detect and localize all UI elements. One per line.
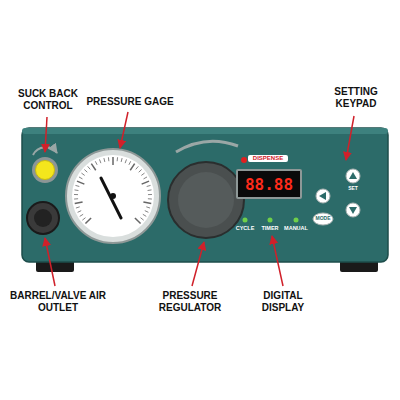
- gage-tick: [78, 211, 82, 213]
- callout-label: PRESSURE REGULATOR: [138, 290, 242, 313]
- rotation-arc: [176, 141, 238, 152]
- up-arrow: [349, 172, 357, 179]
- air-outlet: [27, 202, 59, 234]
- gage-tick: [143, 214, 146, 216]
- gage-tick: [75, 202, 83, 204]
- gage-tick: [100, 159, 101, 163]
- gage-tick: [121, 158, 123, 162]
- gage-tick: [140, 218, 143, 220]
- callout-label: SETTING KEYPAD: [325, 86, 387, 109]
- button-label: MODE: [313, 216, 333, 222]
- gage-tick: [85, 218, 91, 224]
- gage-ticks: [74, 157, 152, 224]
- gage-tick: [145, 211, 149, 213]
- left-button: [316, 189, 330, 203]
- gage-tick: [141, 173, 144, 175]
- gage-tick: [103, 158, 105, 162]
- gage-tick: [135, 218, 141, 224]
- led: [243, 218, 248, 223]
- callout-label: PRESSURE GAGE: [72, 96, 188, 108]
- gage-tick: [148, 198, 152, 199]
- gage-tick: [76, 207, 80, 208]
- left-arrow: [319, 192, 326, 200]
- gage-tick: [146, 207, 150, 208]
- gage-tick: [75, 185, 79, 186]
- gage-tick: [142, 181, 149, 184]
- up-button: [346, 169, 360, 183]
- gage-tick: [88, 166, 91, 169]
- gage-tick: [77, 181, 84, 184]
- suck-back-knob: [36, 161, 55, 180]
- down-button: [346, 203, 360, 217]
- gage-tick: [125, 159, 126, 163]
- knob-ring: [32, 157, 58, 183]
- gage-tick: [79, 177, 82, 179]
- gage-tick: [148, 189, 152, 191]
- gage-tick: [143, 202, 151, 204]
- indicator-label: DISPENSE: [248, 155, 288, 162]
- gage-tick: [74, 194, 78, 195]
- button-label: SET: [343, 186, 363, 192]
- gage-face: [72, 155, 154, 237]
- down-arrow: [349, 207, 357, 214]
- gage-tick: [74, 198, 78, 199]
- led: [268, 218, 273, 223]
- dispense-led: [241, 157, 247, 163]
- leader-line: [120, 112, 128, 148]
- callout-label: SUCK BACK CONTROL: [10, 88, 86, 111]
- gage-tick: [112, 157, 114, 165]
- mode-button: [313, 213, 333, 225]
- gage-needle: [101, 178, 121, 218]
- pressure-regulator-knob: [168, 162, 244, 238]
- gage-tick: [136, 166, 139, 169]
- leader-line: [346, 116, 354, 160]
- digital-display: 88.88: [236, 169, 302, 199]
- gage-tick: [117, 157, 118, 161]
- gage-tick: [139, 170, 142, 173]
- gage-tick: [129, 161, 131, 165]
- leader-line: [45, 117, 47, 152]
- gage-tick: [74, 189, 78, 191]
- led-label: CYCLE: [232, 225, 258, 231]
- housing-top: [22, 128, 388, 134]
- leader-line: [45, 238, 55, 286]
- gage-tick: [148, 194, 152, 195]
- callout-label: DIGITAL DISPLAY: [241, 290, 325, 313]
- gage-tick: [91, 164, 95, 171]
- regulator-cap: [178, 172, 234, 228]
- gage-tick: [147, 185, 151, 186]
- leader-line: [272, 236, 283, 286]
- housing: [22, 128, 388, 262]
- gage-bezel: [66, 149, 160, 243]
- gage-tick: [81, 173, 84, 175]
- callout-label: BARREL/VALVE AIR OUTLET: [0, 290, 116, 313]
- gage-tick: [108, 157, 109, 161]
- air-outlet-hole: [34, 209, 52, 227]
- gage-tick: [82, 218, 85, 220]
- gage-tick: [144, 177, 147, 179]
- gage-tick: [80, 214, 83, 216]
- display-digits: 88.88: [245, 175, 293, 194]
- led: [294, 218, 299, 223]
- gage-tick: [84, 170, 87, 173]
- gage-tick: [130, 164, 134, 171]
- gage-tick: [95, 161, 97, 165]
- led-label: MANUAL: [281, 225, 311, 231]
- leader-line: [192, 242, 204, 286]
- led-label: TIMER: [258, 225, 282, 231]
- gage-pivot: [110, 193, 116, 199]
